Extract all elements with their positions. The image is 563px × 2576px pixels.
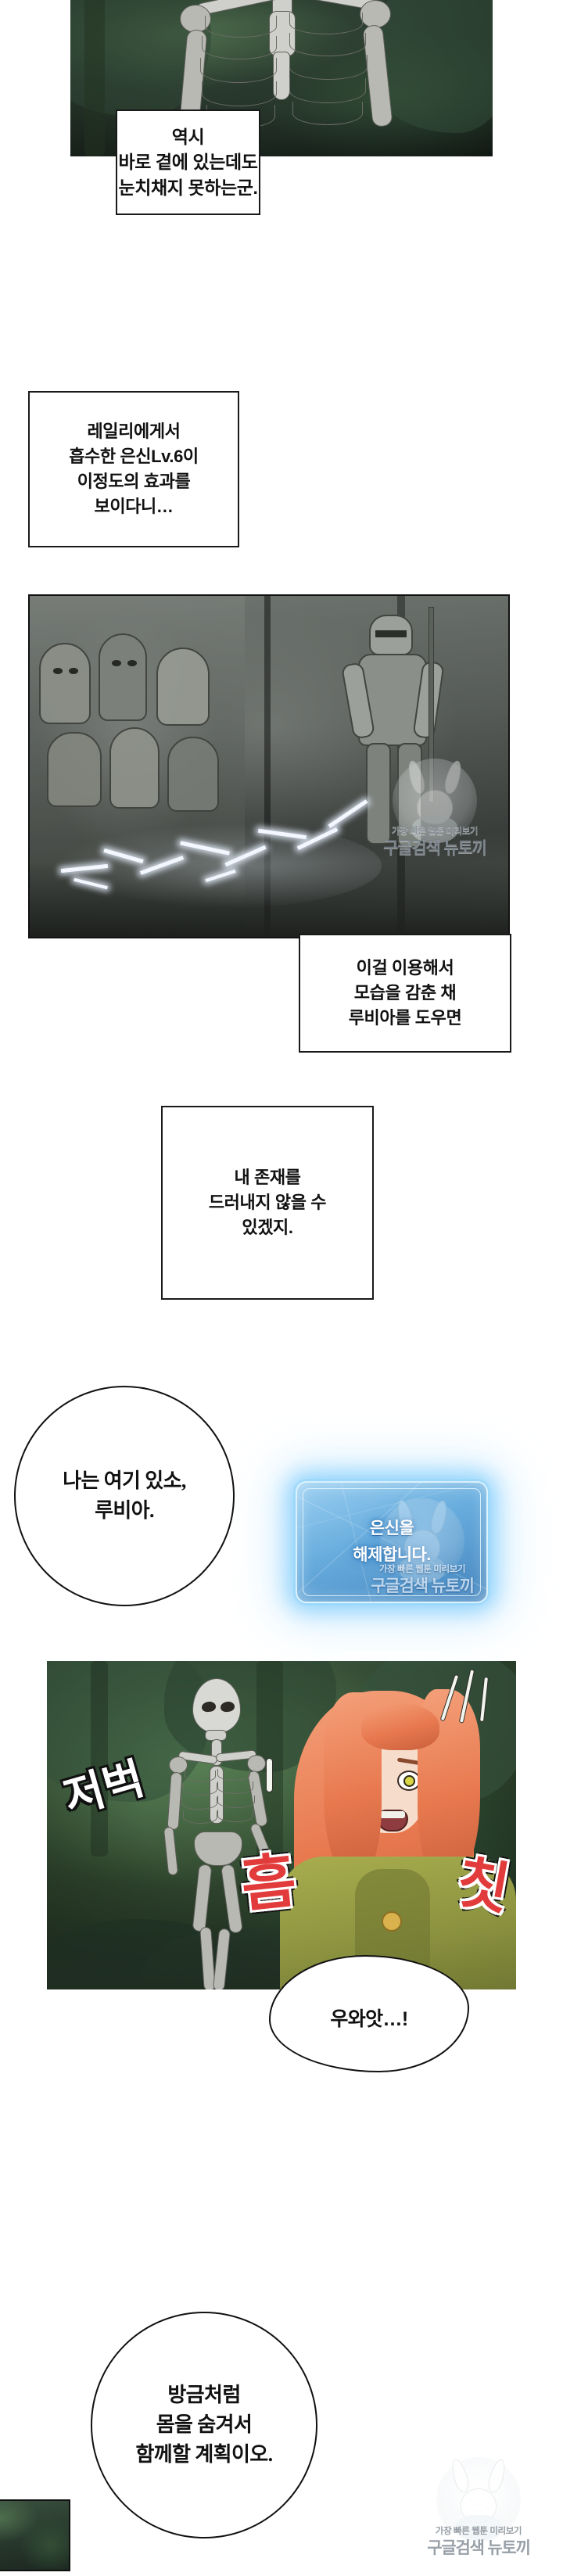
bubble-dialogue-skeleton: 나는 여기 있소, 루비아.: [14, 1386, 235, 1606]
system-line: 해제합니다.: [353, 1546, 431, 1564]
bubble-line: 모습을 감춘 채: [353, 983, 457, 1003]
bubble-line: 바로 곁에 있는데도: [118, 152, 258, 173]
bubble-shout-rubia: 우와앗…!: [269, 1955, 469, 2072]
bubble-line: 루비아.: [95, 1499, 154, 1522]
armored-knight: [340, 607, 447, 912]
bubble-narration-2: 레일리에게서 흡수한 은신Lv.6이 이정도의 효과를 보이다니…: [28, 391, 239, 547]
bubble-line: 이걸 이용해서: [356, 958, 454, 978]
tree-trunk: [84, 0, 105, 156]
watermark-line-2: 구글검색 뉴토끼: [427, 2539, 531, 2557]
bubble-line: 흡수한 은신Lv.6이: [69, 447, 199, 467]
system-line: 은신을: [369, 1519, 414, 1538]
skeleton-torso-art: [155, 0, 413, 156]
panel-edge-sliver: [0, 2499, 70, 2571]
rubia-hair-bang: [361, 1703, 439, 1750]
bubble-line: 보이다니…: [94, 496, 174, 516]
panel-cave-lightning: 가장 빠른 웹툰 미리보기 구글검색 뉴토끼: [28, 594, 510, 938]
sfx-hum: 흠: [238, 1847, 299, 1920]
bubble-narration-3: 이걸 이용해서 모습을 감춘 채 루비아를 도우면: [299, 934, 511, 1053]
bubble-line: 루비아를 도우면: [348, 1007, 462, 1028]
bubble-line: 방금처럼: [167, 2384, 241, 2407]
bubble-line: 눈치채지 못하는군.: [118, 177, 258, 198]
panel-forest-reveal: 저벅 흠 칫: [47, 1661, 516, 1989]
bubble-narration-1: 역시 바로 곁에 있는데도 눈치채지 못하는군.: [116, 109, 260, 215]
watermark-line-1: 가장 빠른 웹툰 미리보기: [435, 2527, 522, 2536]
site-watermark: 가장 빠른 웹툰 미리보기 구글검색 뉴토끼: [413, 2457, 544, 2559]
lightning-arc: [53, 729, 382, 909]
system-window-stealth-off: 은신을 해제합니다. 가장 빠른 웹툰 미리보기 구글검색 뉴토끼: [296, 1481, 488, 1603]
bubble-line: 레일리에게서: [87, 422, 181, 442]
tree-trunk: [91, 1661, 108, 1857]
undead-crowd: [34, 627, 269, 862]
panel-skeleton-torso: [70, 0, 493, 156]
bubble-line: 몸을 숨겨서: [156, 2413, 253, 2437]
character-rubia: [266, 1669, 516, 1989]
bubble-line: 있겠지.: [242, 1217, 293, 1237]
bubble-narration-4: 내 존재를 드러내지 않을 수 있겠지.: [161, 1106, 374, 1300]
skeleton-walking-art: [163, 1678, 282, 1989]
bubble-line: 내 존재를: [234, 1168, 301, 1188]
bubble-line: 나는 여기 있소,: [63, 1469, 186, 1493]
bubble-line: 함께할 계획이오.: [135, 2442, 273, 2466]
rabbit-girl-mascot: [436, 2457, 521, 2542]
bubble-line: 드러내지 않을 수: [208, 1193, 327, 1213]
bubble-dialogue-plan: 방금처럼 몸을 숨겨서 함께할 계획이오.: [91, 2312, 317, 2538]
bubble-line: 이정도의 효과를: [77, 472, 191, 491]
bubble-line: 우와앗…!: [330, 2008, 408, 2031]
bubble-line: 역시: [171, 126, 205, 147]
watermark-line-2: 구글검색 뉴토끼: [371, 1577, 475, 1595]
